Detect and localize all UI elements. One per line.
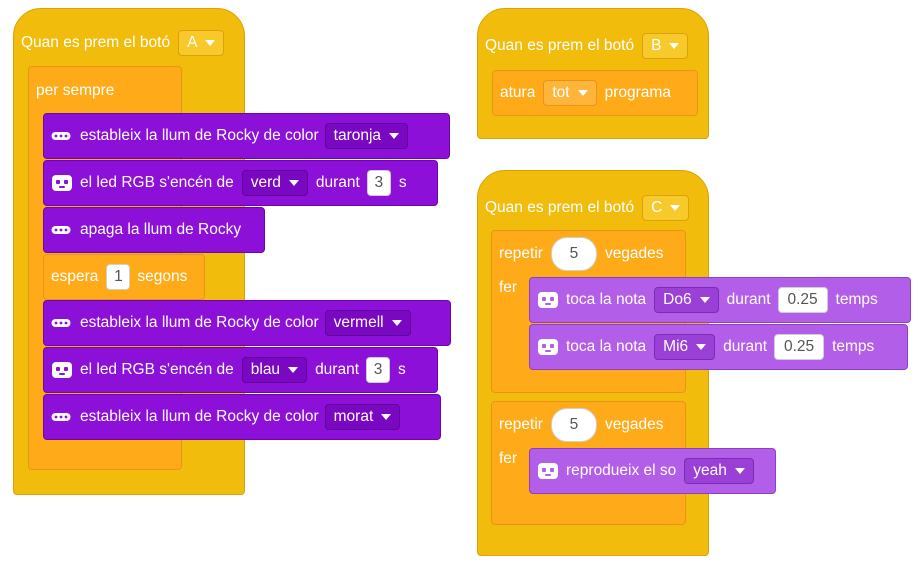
- robot-face-icon: [537, 461, 559, 481]
- seconds-unit: s: [398, 174, 407, 191]
- wait-seconds-input[interactable]: 1: [106, 264, 131, 290]
- chevron-down-icon: [288, 180, 299, 186]
- chevron-down-icon: [381, 414, 392, 420]
- repeat-times-label: vegades: [604, 245, 664, 262]
- set-light-row-3: estableix la llum de Rocky de color mora…: [51, 404, 401, 430]
- play-note-label: toca la nota: [566, 291, 647, 308]
- rgb-led-label: el led RGB s'encén de: [80, 174, 234, 191]
- duration-label: durant: [726, 291, 771, 308]
- color-dropdown[interactable]: morat: [324, 404, 401, 430]
- play-sound-row: reprodueix el so yeah: [537, 458, 754, 484]
- duration-input[interactable]: 3: [366, 357, 391, 383]
- robot-face-icon: [51, 360, 73, 380]
- chevron-down-icon: [577, 90, 588, 96]
- duration-input[interactable]: 3: [366, 170, 391, 196]
- set-light-block-2[interactable]: [43, 300, 451, 346]
- do-label: fer: [499, 279, 518, 296]
- repeat-row-1: repetir 5 vegades: [499, 237, 664, 271]
- led-strip-icon: [51, 318, 71, 328]
- light-off-row: apaga la llum de Rocky: [51, 217, 241, 243]
- wait-row: espera 1 segons: [51, 264, 187, 290]
- chevron-down-icon: [391, 320, 402, 326]
- rgb-led-row-1: el led RGB s'encén de verd durant 3 s: [51, 170, 407, 196]
- play-sound-label: reprodueix el so: [566, 462, 677, 479]
- forever-label: per sempre: [36, 82, 115, 99]
- play-note-row-2: toca la nota Mi6 durant 0.25 temps: [537, 334, 874, 360]
- repeat-times-label: vegades: [604, 416, 664, 433]
- repeat-do-row-1: fer: [499, 278, 517, 298]
- robot-face-icon: [537, 290, 559, 310]
- beats-unit: temps: [835, 291, 878, 308]
- note-dropdown[interactable]: Do6: [654, 287, 719, 313]
- color-dropdown[interactable]: blau: [241, 357, 308, 383]
- beats-input[interactable]: 0.25: [774, 334, 825, 360]
- repeat-label: repetir: [499, 416, 543, 433]
- color-dropdown[interactable]: taronja: [324, 123, 409, 149]
- forever-row: per sempre: [36, 78, 114, 104]
- chevron-down-icon: [669, 43, 680, 49]
- led-strip-icon: [51, 131, 71, 141]
- sound-dropdown[interactable]: yeah: [684, 458, 754, 484]
- repeat-count-input[interactable]: 5: [550, 237, 597, 271]
- button-dropdown-b[interactable]: B: [642, 33, 689, 59]
- hat-label: Quan es prem el botó: [485, 37, 635, 54]
- duration-label: durant: [315, 174, 360, 191]
- hat-label: Quan es prem el botó: [21, 34, 171, 51]
- chevron-down-icon: [734, 468, 745, 474]
- set-light-label: estableix la llum de Rocky de color: [80, 408, 319, 425]
- led-strip-icon: [51, 412, 71, 422]
- chevron-down-icon: [288, 367, 299, 373]
- chevron-down-icon: [670, 205, 681, 211]
- duration-label: durant: [723, 338, 768, 355]
- set-light-row-2: estableix la llum de Rocky de color verm…: [51, 310, 411, 336]
- hat-label: Quan es prem el botó: [485, 199, 635, 216]
- do-label: fer: [499, 450, 518, 467]
- color-dropdown[interactable]: verd: [241, 170, 308, 196]
- chevron-down-icon: [699, 297, 710, 303]
- set-light-row-1: estableix la llum de Rocky de color taro…: [51, 123, 409, 149]
- robot-face-icon: [51, 173, 73, 193]
- stop-option-dropdown[interactable]: tot: [543, 80, 597, 106]
- script-b-hat-row[interactable]: Quan es prem el botó B: [485, 33, 689, 59]
- repeat-do-row-2: fer: [499, 449, 517, 469]
- seconds-unit: s: [398, 361, 406, 378]
- play-note-label: toca la nota: [566, 338, 647, 355]
- rgb-led-label: el led RGB s'encén de: [80, 361, 234, 378]
- chevron-down-icon: [389, 133, 400, 139]
- wait-label: espera: [51, 268, 99, 285]
- set-light-label: estableix la llum de Rocky de color: [80, 127, 319, 144]
- repeat-count-input[interactable]: 5: [550, 408, 597, 442]
- light-off-block[interactable]: [43, 207, 265, 253]
- repeat-label: repetir: [499, 245, 543, 262]
- button-dropdown-c[interactable]: C: [642, 195, 690, 221]
- set-light-label: estableix la llum de Rocky de color: [80, 314, 319, 331]
- rgb-led-row-2: el led RGB s'encén de blau durant 3 s: [51, 357, 406, 383]
- chevron-down-icon: [205, 40, 216, 46]
- play-note-block-2[interactable]: [529, 324, 908, 370]
- script-c-hat-row[interactable]: Quan es prem el botó C: [485, 195, 690, 221]
- led-strip-icon: [51, 225, 71, 235]
- color-dropdown[interactable]: vermell: [324, 310, 411, 336]
- repeat-row-2: repetir 5 vegades: [499, 408, 664, 442]
- duration-label: durant: [315, 361, 360, 378]
- light-off-label: apaga la llum de Rocky: [80, 221, 242, 238]
- beats-unit: temps: [832, 338, 875, 355]
- note-dropdown[interactable]: Mi6: [654, 334, 716, 360]
- play-note-block-1[interactable]: [529, 277, 911, 323]
- stop-suffix: programa: [604, 84, 671, 101]
- beats-input[interactable]: 0.25: [777, 287, 828, 313]
- chevron-down-icon: [696, 344, 707, 350]
- play-note-row-1: toca la nota Do6 durant 0.25 temps: [537, 287, 878, 313]
- button-dropdown-a[interactable]: A: [178, 30, 225, 56]
- script-a-hat-row[interactable]: Quan es prem el botó A: [21, 30, 225, 56]
- stop-label: atura: [500, 84, 536, 101]
- wait-unit: segons: [137, 268, 188, 285]
- stop-row: atura tot programa: [500, 80, 671, 106]
- robot-face-icon: [537, 337, 559, 357]
